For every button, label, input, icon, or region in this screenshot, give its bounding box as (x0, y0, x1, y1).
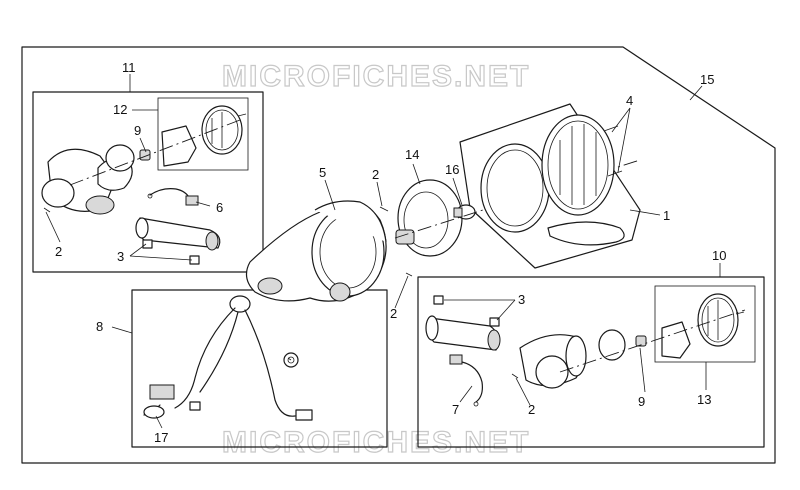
right-lens-screw (735, 311, 745, 315)
watermark-top: MICROFICHES.NET (222, 60, 530, 93)
left-lens-gasket (161, 125, 197, 167)
label-1: 1 (663, 208, 670, 223)
label-5: 5 (319, 165, 326, 180)
left-nut-upper (142, 239, 153, 249)
left-lens-screw (237, 113, 247, 117)
label-10: 10 (712, 248, 726, 263)
headlight-reflector (395, 179, 463, 257)
label-3-left: 3 (117, 249, 124, 264)
label-17: 17 (154, 430, 168, 445)
label-9-left: 9 (134, 123, 141, 138)
rim-screw-lower (607, 170, 623, 177)
label-13: 13 (697, 392, 711, 407)
right-assembly-axis (559, 309, 746, 373)
shell-screw-lower (405, 272, 413, 277)
headlight-lens (541, 114, 615, 216)
left-connector-wire (147, 188, 199, 206)
right-nut-upper (433, 295, 444, 305)
label-15: 15 (700, 72, 714, 87)
label-14: 14 (405, 147, 419, 162)
label-12: 12 (113, 102, 127, 117)
label-2-upper: 2 (372, 167, 379, 182)
headlight-shell (245, 200, 387, 302)
right-nut-lower (489, 317, 500, 327)
headlight-bulb (453, 204, 476, 220)
label-11: 11 (122, 60, 136, 75)
left-assembly-axis (69, 119, 241, 186)
wiring-harness-box-8 (131, 289, 388, 448)
main-assembly-frame (21, 46, 776, 464)
label-2-middle: 2 (390, 306, 397, 321)
label-9-right: 9 (638, 394, 645, 409)
label-7: 7 (452, 402, 459, 417)
right-lens (697, 293, 739, 347)
right-reflector-disc (598, 329, 626, 361)
label-4: 4 (626, 93, 633, 108)
watermark-bottom: MICROFICHES.NET (222, 426, 530, 459)
shell-screw-upper (379, 206, 389, 212)
subassembly-box-11 (32, 91, 264, 273)
label-2-left: 2 (55, 244, 62, 259)
subassembly-box-12 (157, 97, 249, 171)
right-connector-wire (449, 354, 483, 407)
headlight-rim (480, 143, 550, 233)
label-3-right: 3 (518, 292, 525, 307)
rim-seal-strip (547, 221, 625, 246)
subassembly-box-10 (417, 276, 765, 448)
label-2-right: 2 (528, 402, 535, 417)
left-screw (43, 207, 51, 213)
wiring-harness (143, 295, 313, 421)
right-screw (511, 373, 519, 379)
leader-lines (45, 74, 721, 429)
label-8: 8 (96, 319, 103, 334)
label-6: 6 (216, 200, 223, 215)
left-reflector-disc (105, 144, 135, 172)
right-indicator-body (519, 334, 587, 389)
right-lens-gasket (661, 321, 691, 359)
left-lens (201, 105, 243, 155)
right-mounting-tube (425, 315, 501, 351)
left-mounting-tube (135, 217, 221, 251)
subassembly-box-13 (654, 285, 756, 363)
right-bulb (635, 335, 647, 347)
label-16: 16 (445, 162, 459, 177)
